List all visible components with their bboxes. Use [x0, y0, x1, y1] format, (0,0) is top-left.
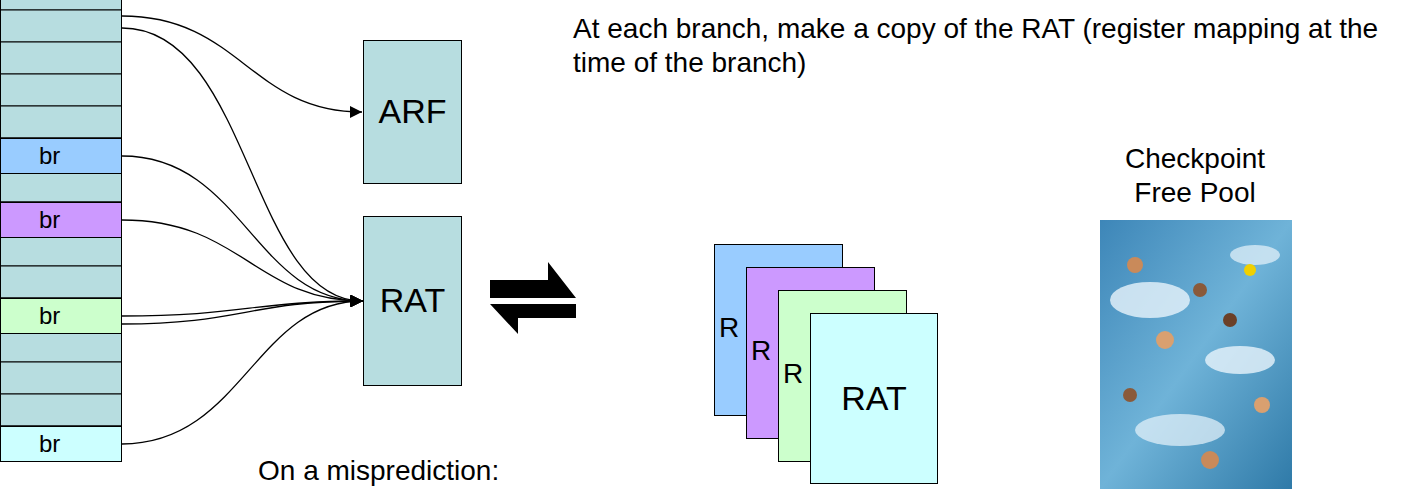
connector [122, 156, 363, 301]
copy-letter: R [783, 357, 809, 391]
branch-entry: br [0, 298, 122, 334]
copy-letter: R [751, 334, 777, 368]
node-text: br [39, 206, 60, 234]
node-text: br [39, 302, 60, 330]
node-text: br [39, 142, 60, 170]
node-text: RAT [841, 379, 906, 418]
pool-photo [1100, 220, 1292, 489]
swap-arrows [490, 262, 576, 334]
rob-wires [122, 16, 362, 324]
branch-entry: br [0, 202, 122, 238]
rat-checkpoint: RAT [810, 313, 938, 484]
rename-table: RAT [363, 216, 462, 386]
node-text: RAT [380, 281, 445, 320]
connector [122, 301, 363, 444]
rob-column [1, 0, 122, 458]
connector [122, 301, 363, 316]
node-text: ARF [379, 92, 447, 131]
node-text: br [39, 430, 60, 458]
branch-entry: br [0, 138, 122, 174]
note-text: At each branch, make a copy of the RAT (… [573, 12, 1393, 79]
branch-entry: br [0, 426, 122, 462]
register-file: ARF [363, 40, 462, 184]
note-text: On a misprediction: [258, 454, 578, 488]
connector [122, 220, 363, 301]
copy-letter: R [719, 311, 745, 345]
pool-caption: Checkpoint Free Pool [1105, 142, 1285, 209]
